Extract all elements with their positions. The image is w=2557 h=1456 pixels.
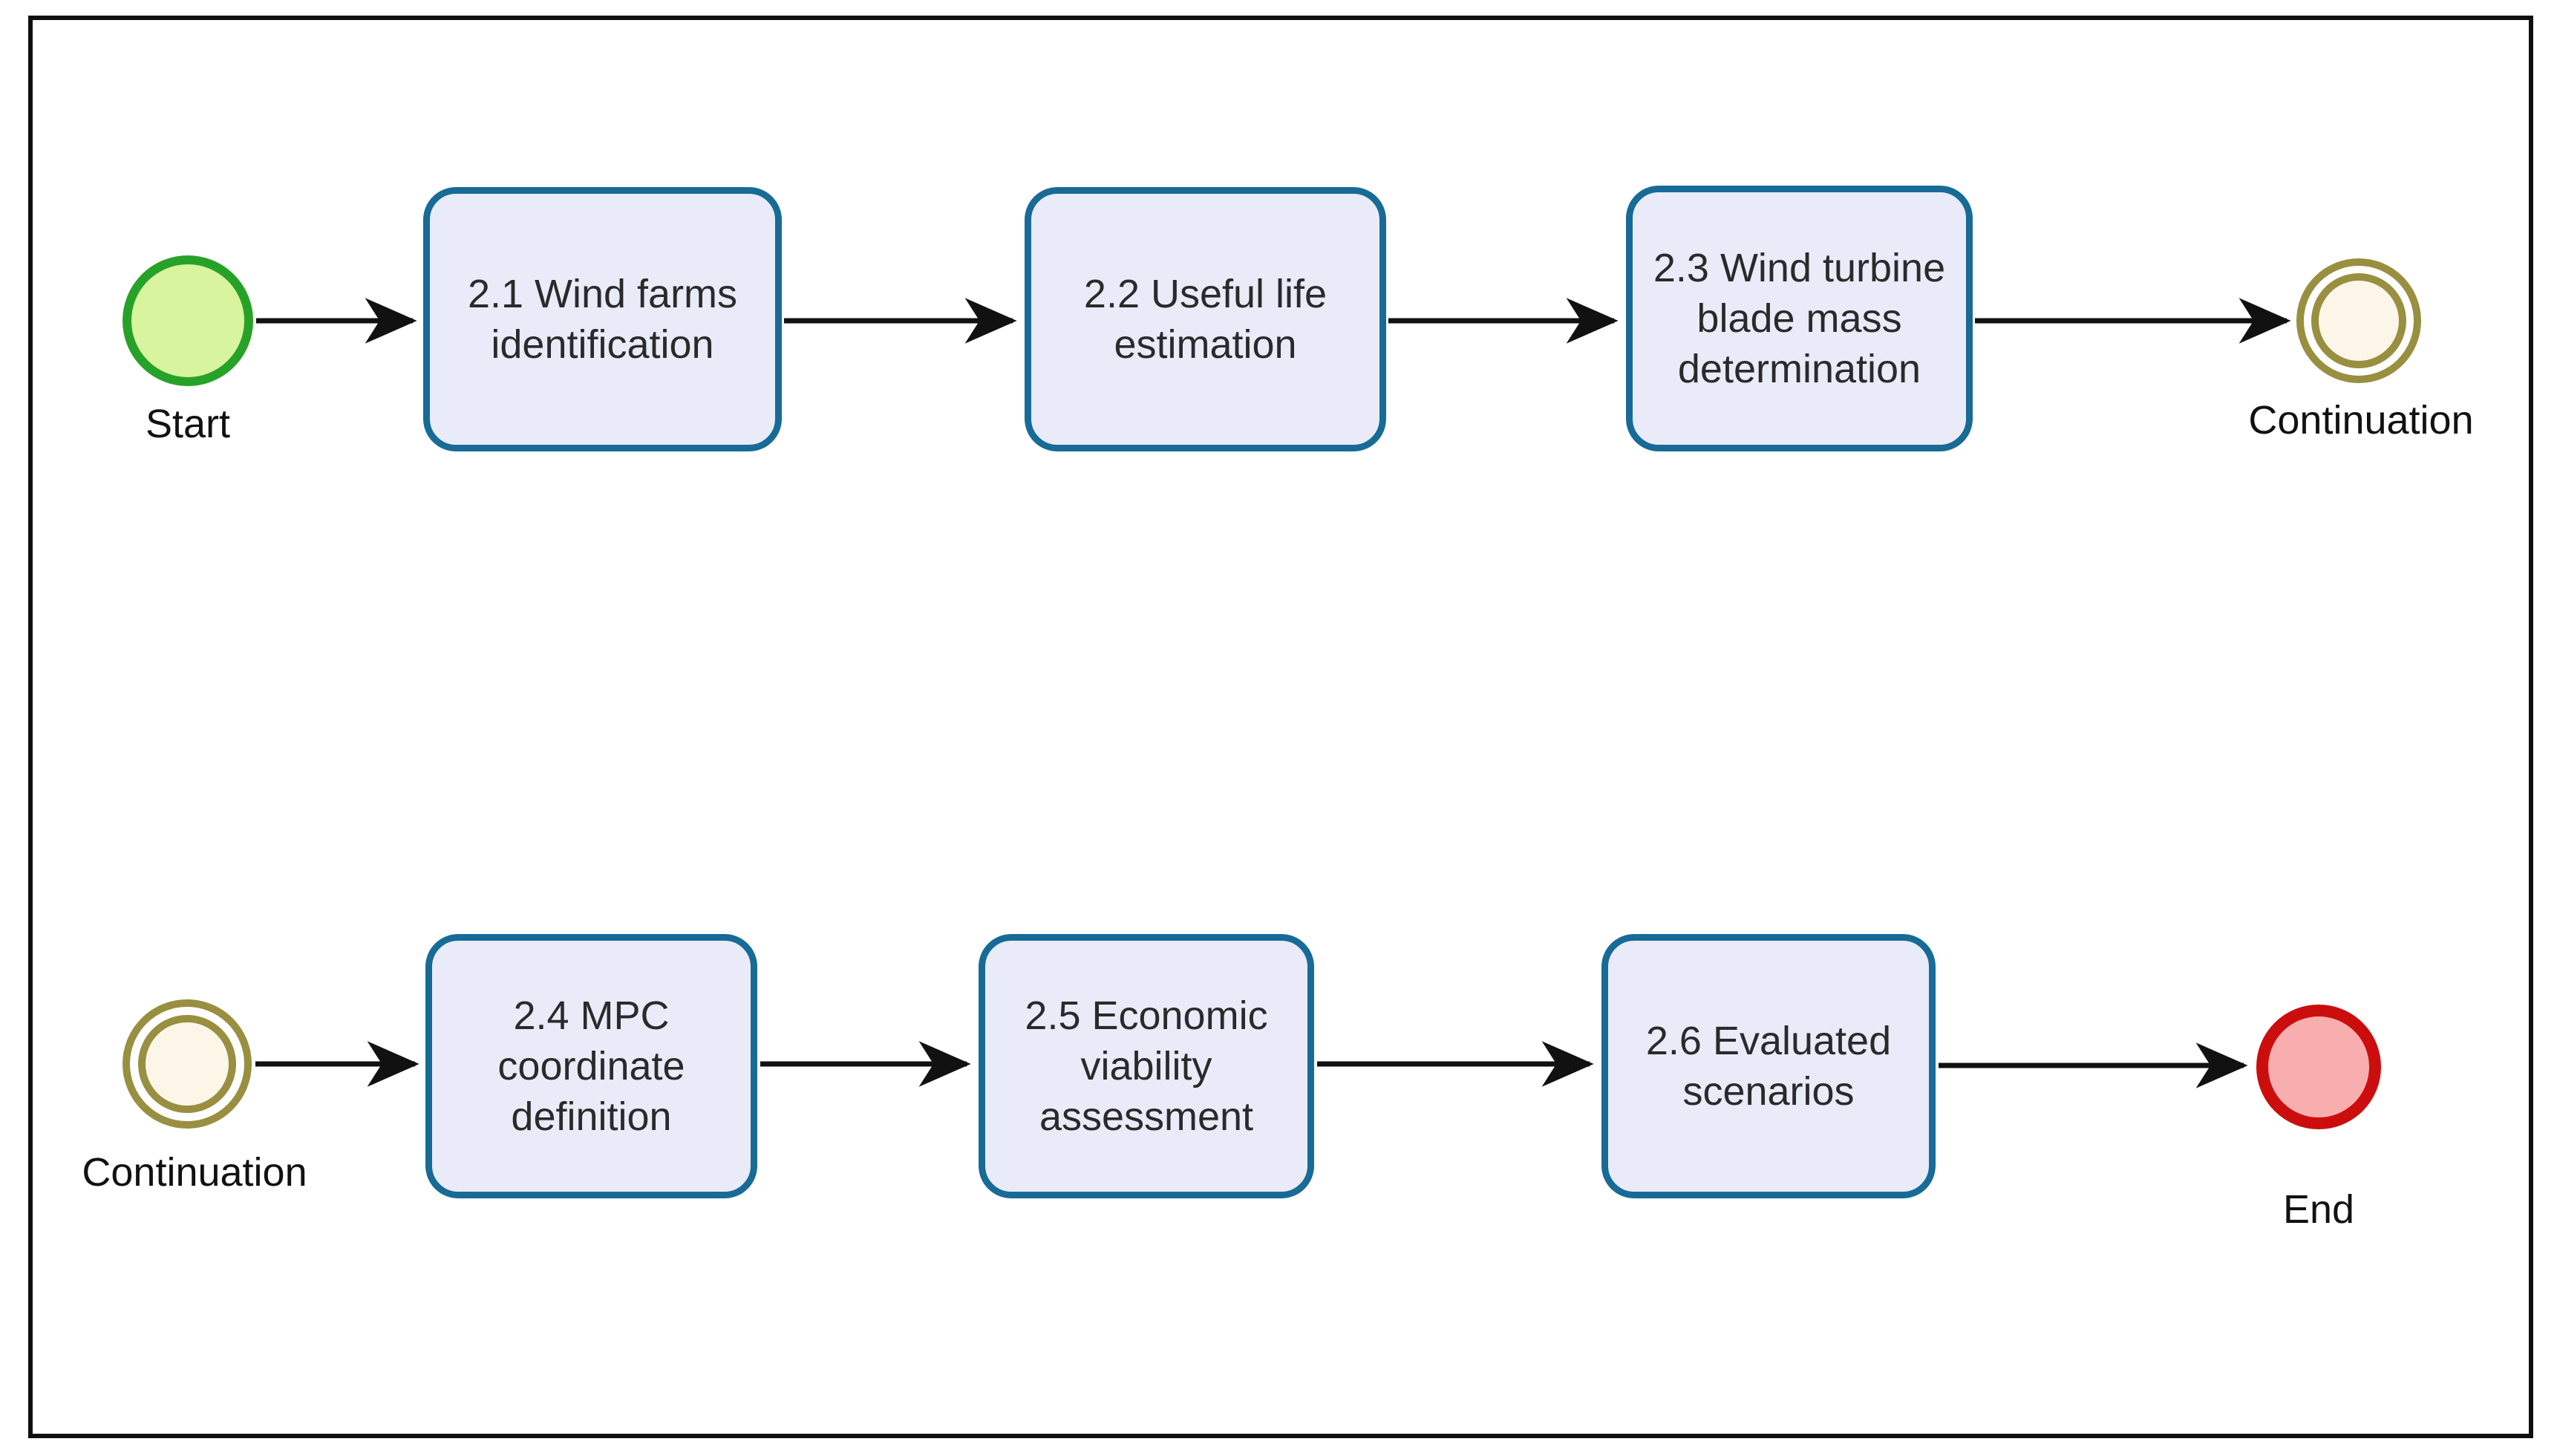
task-label-line: estimation bbox=[1114, 322, 1297, 367]
continuation-bottom-label: Continuation bbox=[82, 1150, 307, 1195]
task-2-4-mpc-coordinate-definition: 2.4 MPC coordinate definition bbox=[425, 934, 757, 1198]
task-2-3-wind-turbine-blade-mass-determination: 2.3 Wind turbine blade mass determinatio… bbox=[1626, 186, 1973, 451]
end-event-label: End bbox=[2282, 1187, 2355, 1232]
task-label-line: blade mass bbox=[1696, 296, 1902, 341]
task-2-2-useful-life-estimation: 2.2 Useful life estimation bbox=[1025, 187, 1386, 451]
task-label-line: determination bbox=[1677, 347, 1921, 392]
task-label-line: viability bbox=[1080, 1043, 1212, 1088]
task-label-line: 2.6 Evaluated bbox=[1645, 1018, 1892, 1063]
task-label-line: 2.4 MPC bbox=[513, 993, 670, 1038]
task-2-1-wind-farms-identification: 2.1 Wind farms identification bbox=[423, 187, 782, 451]
task-label-line: 2.2 Useful life bbox=[1083, 271, 1328, 316]
task-2-6-evaluated-scenarios: 2.6 Evaluated scenarios bbox=[1601, 934, 1936, 1198]
task-label-line: 2.3 Wind turbine bbox=[1653, 245, 1946, 290]
task-2-5-economic-viability-assessment: 2.5 Economic viability assessment bbox=[979, 934, 1314, 1198]
start-event-label: Start bbox=[145, 402, 231, 446]
task-label-line: definition bbox=[511, 1094, 672, 1140]
task-label-line: scenarios bbox=[1682, 1069, 1855, 1114]
task-label-line: identification bbox=[491, 322, 714, 367]
task-label-line: coordinate bbox=[497, 1043, 685, 1088]
task-label-line: assessment bbox=[1039, 1094, 1254, 1140]
continuation-top-label: Continuation bbox=[2248, 398, 2474, 443]
task-label-line: 2.1 Wind farms bbox=[467, 271, 738, 316]
task-label-line: 2.5 Economic bbox=[1025, 993, 1268, 1038]
